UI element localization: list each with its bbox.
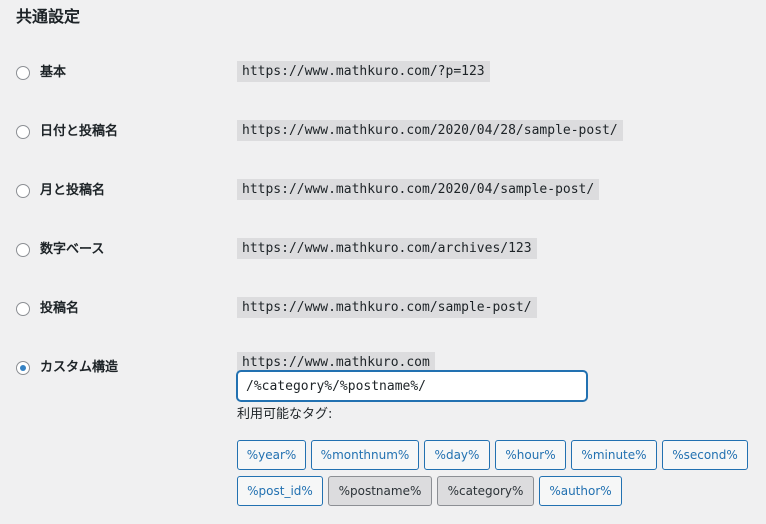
permalink-option-day-name: 日付と投稿名 https://www.mathkuro.com/2020/04/… bbox=[0, 118, 766, 148]
radio-month-name[interactable] bbox=[16, 184, 30, 198]
permalink-option-month-name: 月と投稿名 https://www.mathkuro.com/2020/04/s… bbox=[0, 177, 766, 207]
option-label-month-name[interactable]: 月と投稿名 bbox=[40, 183, 106, 198]
permalink-option-custom: カスタム構造 https://www.mathkuro.com bbox=[0, 352, 766, 384]
tag-button-category[interactable]: %category% bbox=[437, 476, 534, 506]
tag-button-author[interactable]: %author% bbox=[539, 476, 622, 506]
example-url-numeric: https://www.mathkuro.com/archives/123 bbox=[237, 238, 537, 259]
permalink-option-plain: 基本 https://www.mathkuro.com/?p=123 bbox=[0, 59, 766, 89]
option-label-plain[interactable]: 基本 bbox=[40, 65, 67, 80]
custom-structure-input[interactable] bbox=[237, 371, 587, 401]
option-label-custom[interactable]: カスタム構造 bbox=[40, 360, 119, 375]
radio-numeric[interactable] bbox=[16, 243, 30, 257]
radio-plain[interactable] bbox=[16, 66, 30, 80]
option-label-numeric[interactable]: 数字ベース bbox=[40, 242, 105, 257]
tag-button-second[interactable]: %second% bbox=[662, 440, 748, 470]
tag-button-year[interactable]: %year% bbox=[237, 440, 306, 470]
custom-base-url: https://www.mathkuro.com bbox=[237, 352, 435, 373]
radio-post-name[interactable] bbox=[16, 302, 30, 316]
example-url-post-name: https://www.mathkuro.com/sample-post/ bbox=[237, 297, 537, 318]
radio-custom[interactable] bbox=[16, 361, 30, 375]
tag-button-hour[interactable]: %hour% bbox=[495, 440, 566, 470]
example-url-month-name: https://www.mathkuro.com/2020/04/sample-… bbox=[237, 179, 600, 200]
option-label-post-name[interactable]: 投稿名 bbox=[40, 301, 80, 316]
radio-day-name[interactable] bbox=[16, 125, 30, 139]
tag-button-day[interactable]: %day% bbox=[424, 440, 490, 470]
tag-button-monthnum[interactable]: %monthnum% bbox=[311, 440, 419, 470]
tag-button-post-id[interactable]: %post_id% bbox=[237, 476, 323, 506]
permalink-option-post-name: 投稿名 https://www.mathkuro.com/sample-post… bbox=[0, 295, 766, 325]
option-label-day-name[interactable]: 日付と投稿名 bbox=[40, 124, 119, 139]
tag-button-minute[interactable]: %minute% bbox=[571, 440, 657, 470]
tag-button-postname[interactable]: %postname% bbox=[328, 476, 432, 506]
example-url-day-name: https://www.mathkuro.com/2020/04/28/samp… bbox=[237, 120, 623, 141]
permalink-option-numeric: 数字ベース https://www.mathkuro.com/archives/… bbox=[0, 236, 766, 266]
example-url-plain: https://www.mathkuro.com/?p=123 bbox=[237, 61, 490, 82]
section-title: 共通設定 bbox=[16, 7, 81, 26]
available-tags-label: 利用可能なタグ: bbox=[237, 407, 333, 422]
